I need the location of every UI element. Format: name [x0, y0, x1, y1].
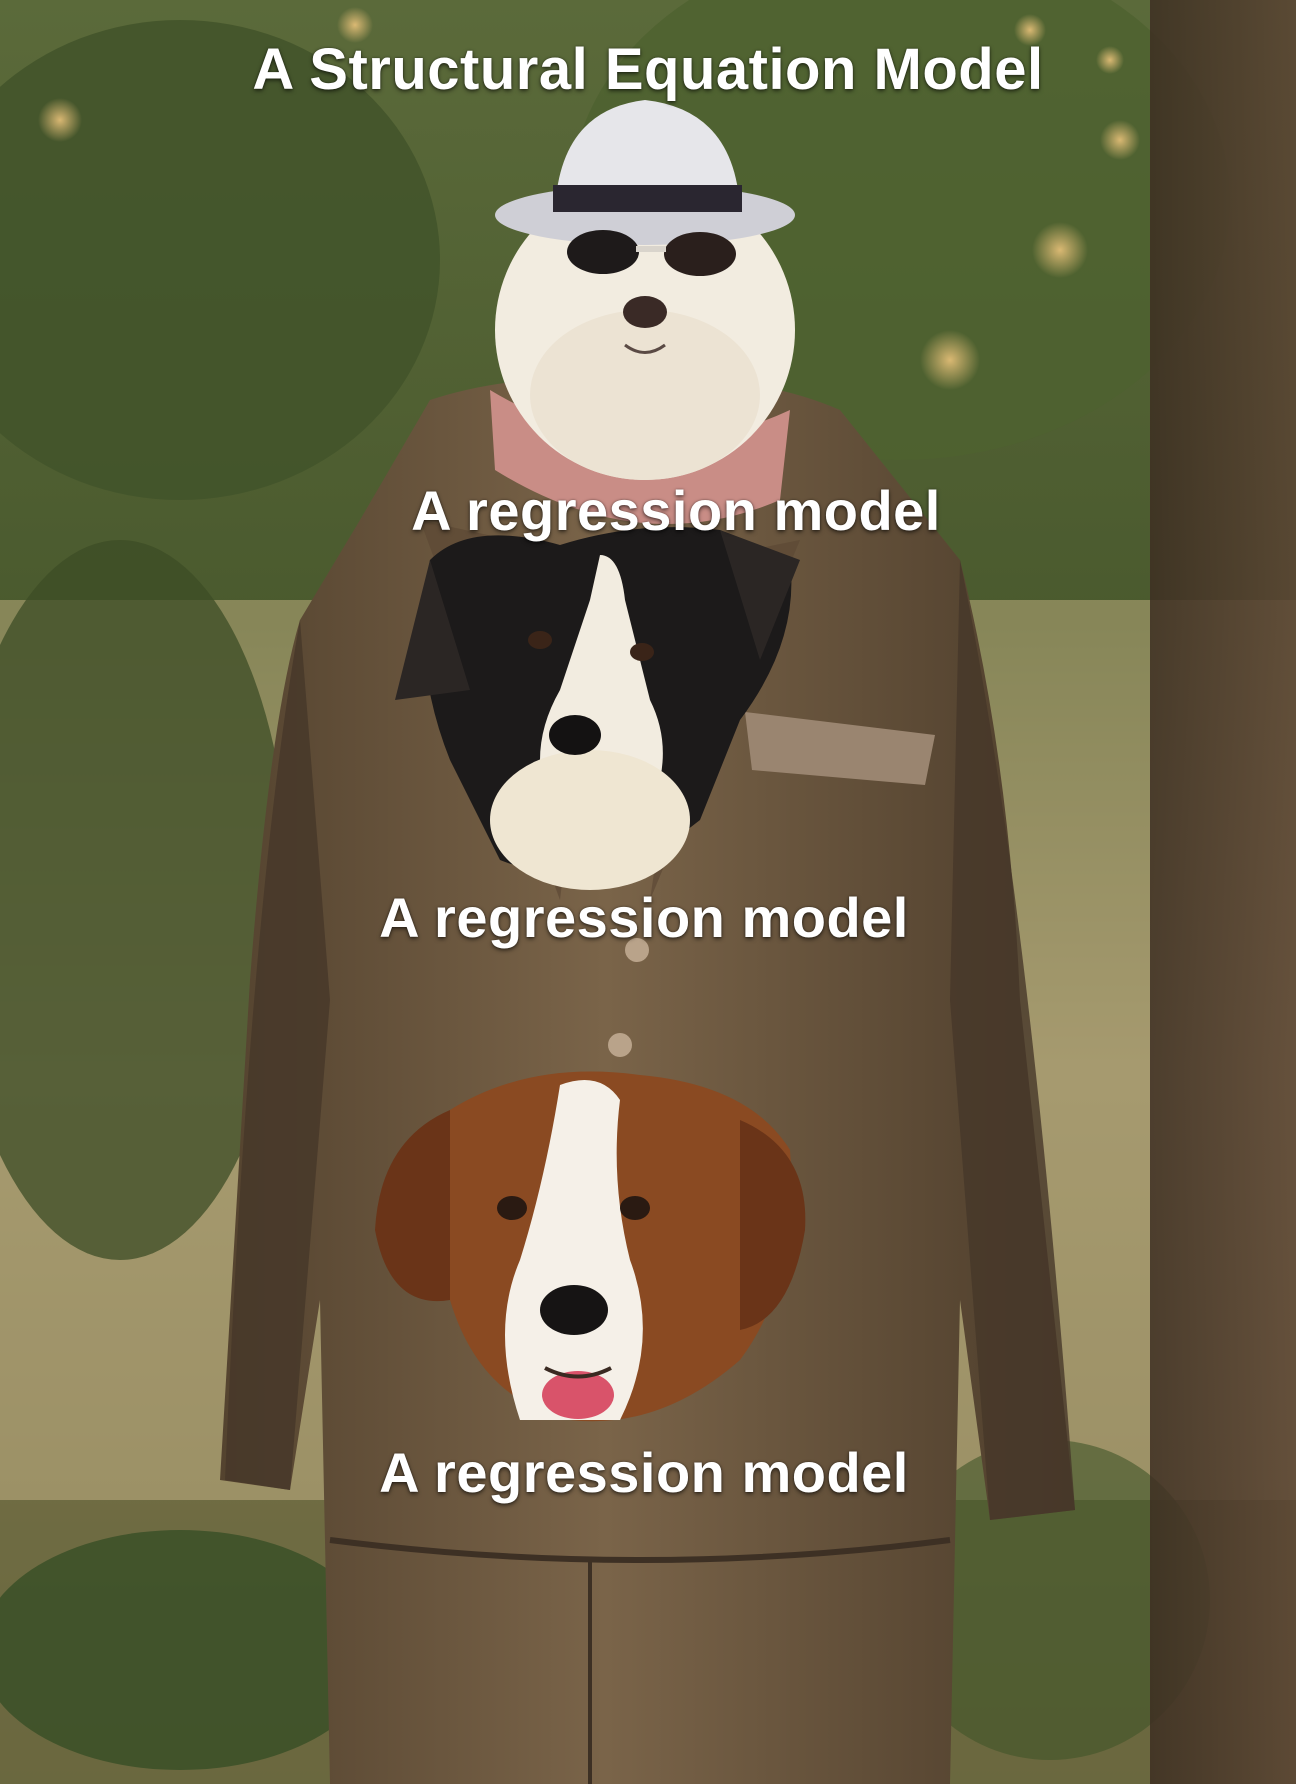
label-bottom-dog: A regression model	[379, 1441, 909, 1504]
top-dog	[490, 100, 795, 524]
meme-title: A Structural Equation Model	[252, 37, 1044, 102]
middle-dog	[395, 527, 800, 890]
label-top-dog: A regression model	[411, 479, 941, 542]
bottom-dog	[375, 1071, 806, 1422]
label-middle-dog: A regression model	[379, 886, 909, 949]
